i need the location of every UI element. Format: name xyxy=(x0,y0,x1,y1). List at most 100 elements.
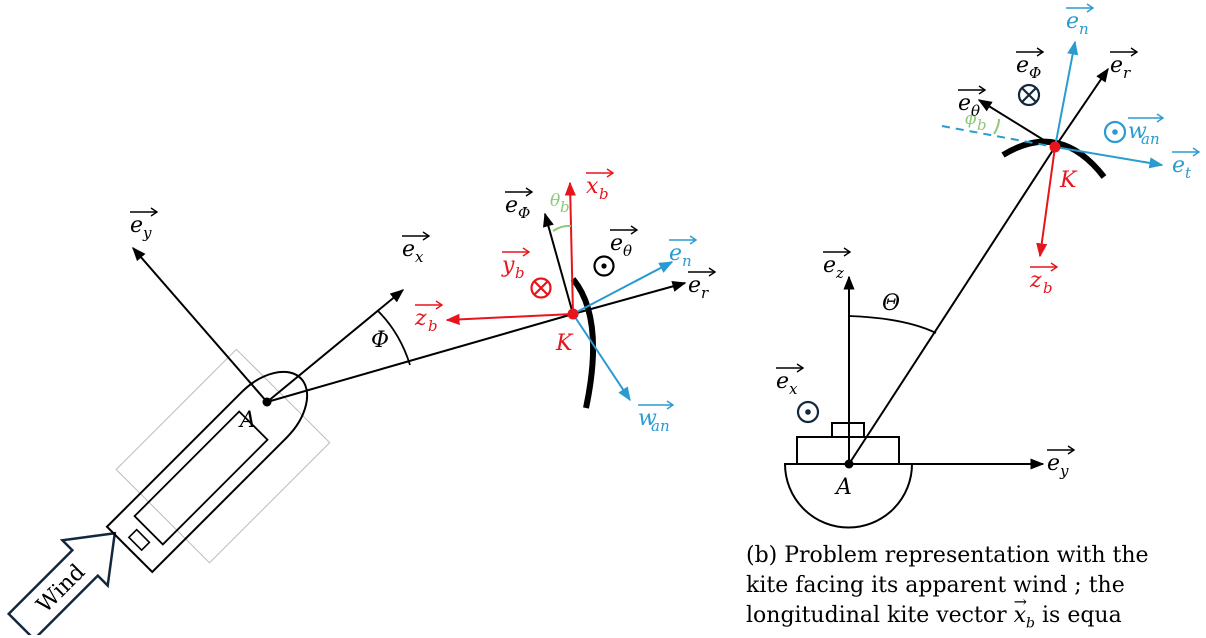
svg-text:b: b xyxy=(977,116,987,134)
left-diagram: Wind xyxy=(6,168,717,635)
svg-text:b: b xyxy=(599,185,609,203)
svg-text:z: z xyxy=(835,264,844,282)
svg-text:e: e xyxy=(1066,9,1079,34)
svg-text:w: w xyxy=(638,406,657,431)
svg-text:Φ: Φ xyxy=(518,204,530,222)
right-point-a-label: A xyxy=(834,475,852,500)
left-wan-axis xyxy=(572,313,631,402)
svg-text:n: n xyxy=(1079,20,1089,38)
svg-text:z: z xyxy=(414,306,427,331)
yb-into-page-symbol xyxy=(530,277,552,299)
right-et-axis xyxy=(1054,146,1164,169)
svg-text:e: e xyxy=(610,231,623,256)
svg-text:b: b xyxy=(560,198,570,216)
svg-text:e: e xyxy=(505,193,518,218)
right-point-a xyxy=(844,459,854,469)
right-zb-axis xyxy=(1036,146,1056,258)
svg-text:θ: θ xyxy=(971,102,980,120)
right-en-axis xyxy=(1054,40,1079,148)
left-point-a-label: A xyxy=(238,408,256,433)
svg-text:θ: θ xyxy=(550,191,560,211)
svg-text:e: e xyxy=(1016,53,1029,78)
svg-text:r: r xyxy=(701,284,709,302)
svg-text:y: y xyxy=(1059,462,1069,480)
svg-text:n: n xyxy=(682,252,692,270)
left-point-a xyxy=(262,397,272,407)
right-point-k xyxy=(1049,141,1061,153)
theta-angle-arc xyxy=(848,315,937,334)
figure-caption: (b) Problem representation with the kite… xyxy=(746,541,1206,638)
svg-text:e: e xyxy=(776,369,789,394)
caption-xb-vector: →xb xyxy=(1013,592,1035,632)
right-dashed-tangent xyxy=(941,125,1056,148)
right-etheta-axis xyxy=(977,99,1056,148)
svg-text:t: t xyxy=(1185,164,1192,182)
svg-text:e: e xyxy=(1047,451,1060,476)
left-ephi-axis xyxy=(543,212,574,315)
right-tether xyxy=(848,146,1056,465)
boat xyxy=(105,348,331,574)
svg-text:y: y xyxy=(501,253,515,278)
svg-text:e: e xyxy=(402,237,415,262)
caption-line-3: longitudinal kite vector →xb is equa xyxy=(746,592,1206,638)
svg-text:Φ: Φ xyxy=(1029,64,1041,82)
theta-angle-label: Θ xyxy=(882,291,900,316)
svg-text:e: e xyxy=(130,213,143,238)
svg-text:an: an xyxy=(1141,130,1160,148)
svg-text:b: b xyxy=(515,264,525,282)
phi-b-angle-arc xyxy=(993,118,1000,135)
svg-text:e: e xyxy=(1172,153,1185,178)
caption-line-1: (b) Problem representation with the xyxy=(746,543,1149,568)
left-zb-axis xyxy=(445,313,574,325)
svg-text:e: e xyxy=(669,241,682,266)
wan-out-of-page-symbol xyxy=(1103,120,1127,144)
right-hull xyxy=(783,463,914,529)
svg-text:an: an xyxy=(651,417,670,435)
svg-text:x: x xyxy=(789,380,798,398)
caption-line-2: kite facing its apparent wind ; the xyxy=(746,573,1125,598)
svg-text:b: b xyxy=(1043,279,1053,297)
ephi-into-page-symbol xyxy=(1017,83,1041,107)
theta-b-angle-arc xyxy=(552,224,572,232)
left-xb-axis xyxy=(564,181,576,315)
svg-text:y: y xyxy=(142,224,152,242)
svg-text:e: e xyxy=(688,273,701,298)
right-er-axis xyxy=(1054,67,1109,148)
svg-text:w: w xyxy=(1128,119,1147,144)
svg-text:e: e xyxy=(1110,53,1123,78)
svg-text:e: e xyxy=(958,91,971,116)
left-tether xyxy=(266,313,574,403)
theta-b-label: θ b xyxy=(550,191,570,216)
svg-text:b: b xyxy=(428,317,438,335)
left-en-axis xyxy=(572,261,674,315)
svg-text:θ: θ xyxy=(623,242,632,260)
left-ey-axis xyxy=(132,246,268,403)
vector-label-left-wan: wan xyxy=(638,400,675,435)
left-er-axis xyxy=(572,280,687,315)
phi-b-label: ϕ b xyxy=(965,109,987,134)
left-ex-axis xyxy=(266,289,405,403)
right-point-k-label: K xyxy=(1059,168,1078,193)
wind-arrow: Wind xyxy=(6,531,117,635)
phi-angle-arc xyxy=(377,310,411,366)
